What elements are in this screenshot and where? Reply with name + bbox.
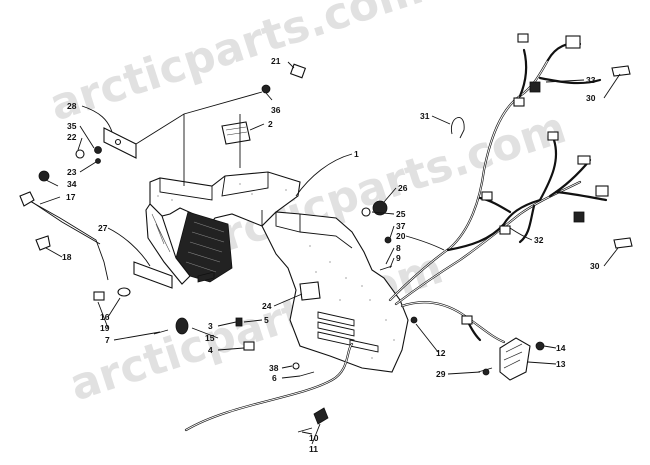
callout-12: 12 [436,348,446,358]
harness-connector-11 [461,315,473,325]
part-14-nut [535,341,545,351]
callout-23: 23 [67,167,77,177]
part-27-strip [197,271,215,283]
harness-connector-9 [481,191,493,201]
harness-connector-5 [547,131,559,141]
part-23-nut [95,158,101,164]
part-18-connector [35,235,51,251]
part-26-grommet [372,200,388,216]
part-12-nut [410,316,418,324]
part-15-grommet [175,317,189,335]
callout-38: 38 [269,363,279,373]
watermark: arcticparts.com arcticparts.com arcticpa… [44,0,572,411]
callout-30b: 30 [590,261,600,271]
callout-13: 13 [556,359,566,369]
part-17-cable-inner [31,201,101,245]
callout-28: 28 [67,101,77,111]
part-3-clip [235,317,243,327]
leader-lines [39,61,621,445]
part-31-clip [451,117,465,139]
part-30a-connector [611,65,631,77]
callout-4: 4 [208,345,213,355]
callout-7: 7 [105,335,110,345]
part-28-hole [114,138,122,146]
callout-22: 22 [67,132,77,142]
part-6-screw [299,371,315,377]
callout-20: 20 [396,231,406,241]
callout-32: 32 [534,235,544,245]
part-30b-connector [613,237,633,249]
callout-14: 14 [556,343,566,353]
callout-5: 5 [264,315,269,325]
callout-labels: 1 2 3 4 5 6 7 8 9 10 11 12 13 14 15 16 1… [62,56,600,454]
callout-36: 36 [271,105,281,115]
callout-2: 2 [268,119,273,129]
callout-21: 21 [271,56,281,66]
harness-connector-4 [513,97,525,107]
part-19-grommet [93,291,105,301]
callout-15: 15 [205,333,215,343]
callout-18: 18 [62,252,72,262]
part-35-nut [94,146,102,154]
part-2-panel-detail [225,126,248,136]
watermark-line-1: arcticparts.com [44,0,429,131]
harness-connector-7 [595,185,609,197]
callout-1: 1 [354,149,359,159]
part-11-terminal [313,407,329,425]
part-25-washer [361,207,371,217]
callout-37: 37 [396,221,406,231]
callout-29: 29 [436,369,446,379]
callout-9: 9 [396,253,401,263]
part-13-fins [503,343,523,369]
part-4-clip [243,341,255,351]
callout-8: 8 [396,243,401,253]
callout-24: 24 [262,301,272,311]
part-29-head [482,368,490,376]
part-13-regulator [499,337,531,381]
harness-connector-6 [577,155,591,165]
callout-34: 34 [67,179,77,189]
harness-connector-8 [573,211,585,223]
part-11-ground-cable-inner [185,343,353,431]
callout-3: 3 [208,321,213,331]
part-17-cable [27,199,109,281]
part-8-screw [379,265,393,271]
callout-26: 26 [398,183,408,193]
callout-6: 6 [272,373,277,383]
part-38-washer [292,362,300,370]
part-10-screw [297,427,313,433]
wire-harness [388,33,609,344]
part-7-screw [153,329,169,335]
callout-16: 16 [100,312,110,322]
part-16-cap [117,287,131,297]
part-36-nut [261,84,271,94]
harness-connector-3 [529,81,541,93]
part-17-handle [19,191,35,207]
callout-27: 27 [98,223,108,233]
part-2-panel [221,121,251,145]
part-34-knob [38,170,50,182]
callout-33: 33 [586,75,596,85]
part-37-nut [384,236,392,244]
harness-connector-10 [499,225,511,235]
console-body [145,171,409,373]
callout-11: 11 [309,444,318,454]
callout-30a: 30 [586,93,596,103]
callout-17: 17 [66,192,76,202]
part-22-washer [75,149,85,159]
callout-35: 35 [67,121,77,131]
part-27-plate [133,261,173,289]
callout-25: 25 [396,209,406,219]
part-21-switch [289,63,307,79]
harness-connector-1 [517,33,529,43]
harness-connector-2 [565,35,581,49]
callout-10: 10 [309,433,319,443]
callout-31: 31 [420,111,430,121]
callout-19: 19 [100,323,110,333]
